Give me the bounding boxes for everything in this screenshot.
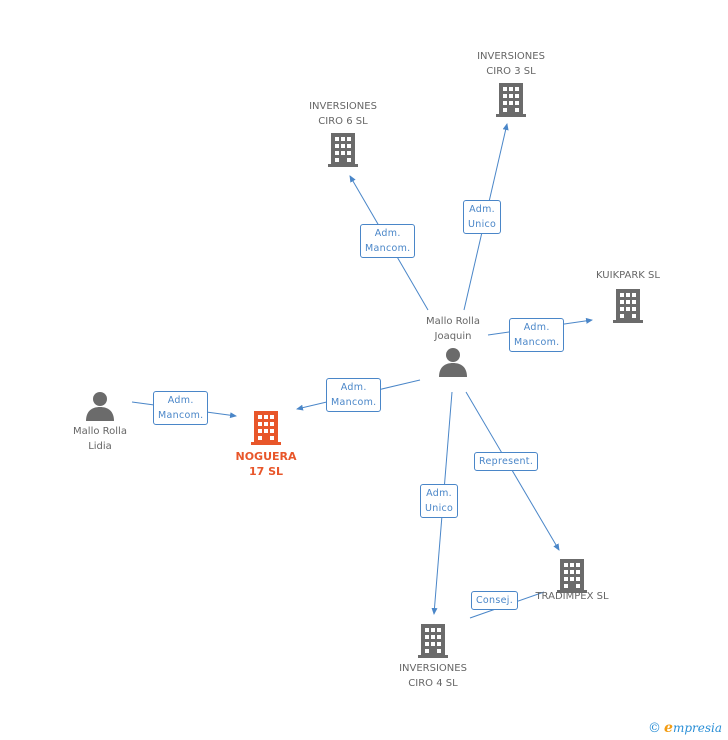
edge-label-joaquin-tradimpex: Represent. xyxy=(474,452,539,471)
building-icon xyxy=(557,559,587,593)
node-label: NOGUERA xyxy=(235,450,297,463)
node-label: 17 SL xyxy=(248,465,284,478)
building-icon xyxy=(613,289,643,323)
node-label: INVERSIONES xyxy=(309,101,377,112)
building-icon xyxy=(496,83,526,117)
node-noguera-17[interactable]: NOGUERA 17 SL xyxy=(218,411,314,479)
node-label: KUIKPARK SL xyxy=(596,270,660,281)
node-label: CIRO 4 SL xyxy=(408,678,458,689)
node-tradimpex[interactable]: TRADIMPEX SL xyxy=(524,559,620,604)
edge-label-joaquin-noguera: Adm. Mancom. xyxy=(326,378,382,412)
edge-joaquin-tradimpex xyxy=(465,391,560,551)
node-mallo-rolla-joaquin[interactable]: Mallo Rolla Joaquin xyxy=(405,314,501,377)
node-label: Joaquin xyxy=(434,331,472,342)
edge-label-joaquin-ciro3: Adm. Unico xyxy=(463,200,502,234)
node-mallo-rolla-lidia[interactable]: Mallo Rolla Lidia xyxy=(52,391,148,454)
node-label: Mallo Rolla xyxy=(426,316,480,327)
node-label: INVERSIONES xyxy=(399,663,467,674)
edge-label-joaquin-ciro4: Adm. Unico xyxy=(420,484,459,518)
edge-label-joaquin-kuikpark: Adm. Mancom. xyxy=(509,318,565,352)
node-label: Lidia xyxy=(88,441,112,452)
edge-label-joaquin-ciro6: Adm. Mancom. xyxy=(360,224,416,258)
empresia-footer[interactable]: ©empresia xyxy=(648,720,722,736)
node-inversiones-ciro-4[interactable]: INVERSIONES CIRO 4 SL xyxy=(384,624,482,691)
node-label: Mallo Rolla xyxy=(73,426,127,437)
building-icon xyxy=(418,624,448,658)
node-label: CIRO 6 SL xyxy=(318,116,368,127)
node-kuikpark[interactable]: KUIKPARK SL xyxy=(580,268,676,323)
edge-label-lidia-noguera: Adm. Mancom. xyxy=(153,391,209,425)
node-inversiones-ciro-6[interactable]: INVERSIONES CIRO 6 SL xyxy=(294,99,392,167)
edge-label-ciro4-tradimpex: Consej. xyxy=(471,591,519,610)
copyright-icon: © xyxy=(648,721,662,736)
brand-logo-letter: e xyxy=(664,720,673,736)
building-icon xyxy=(251,411,281,445)
node-label: INVERSIONES xyxy=(477,51,545,62)
person-icon xyxy=(86,392,114,421)
node-label: CIRO 3 SL xyxy=(486,66,536,77)
brand-name: mpresia xyxy=(672,721,722,735)
node-label: TRADIMPEX SL xyxy=(535,591,609,602)
node-inversiones-ciro-3[interactable]: INVERSIONES CIRO 3 SL xyxy=(462,49,560,117)
building-icon xyxy=(328,133,358,167)
person-icon xyxy=(439,348,467,377)
